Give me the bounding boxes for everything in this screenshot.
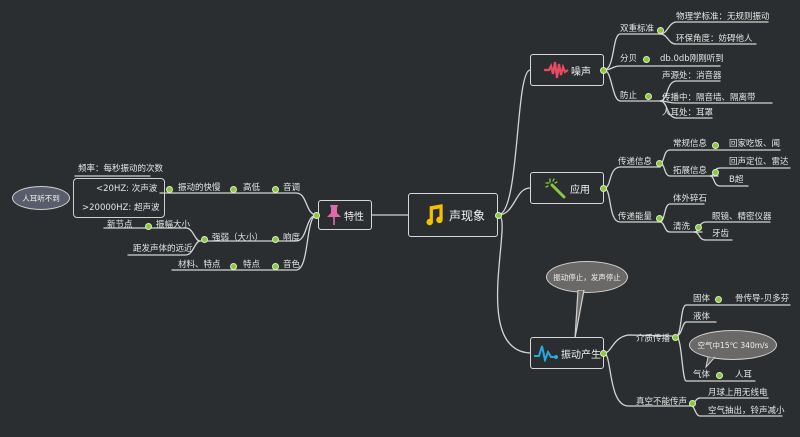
callout-bubble[interactable]: 空气中15℃ 340m/s [689, 330, 777, 360]
collapse-toggle[interactable] [672, 334, 679, 341]
callout-tail [574, 290, 585, 339]
node-label[interactable]: 空气抽出，铃声减小 [708, 406, 785, 416]
node-label[interactable]: <20HZ: 次声波 [96, 184, 158, 194]
node-label[interactable]: 液体 [693, 312, 711, 322]
collapse-toggle[interactable] [272, 186, 279, 193]
node-label[interactable]: 传播中：隔音墙、隔离带 [662, 93, 756, 103]
node-label[interactable]: 固体 [693, 294, 711, 304]
node-label[interactable]: 介质传播 [636, 334, 671, 344]
magic-wand-icon [545, 178, 566, 199]
collapse-toggle[interactable] [657, 27, 664, 34]
node-label[interactable]: 分贝 [620, 54, 638, 64]
node-label[interactable]: 音色 [283, 260, 301, 270]
collapse-toggle[interactable] [600, 67, 607, 74]
callout-text: 空气中15℃ 340m/s [697, 340, 769, 350]
callout-text: 振动停止，发声停止 [553, 272, 621, 282]
node-label[interactable]: 材料、特点 [178, 260, 221, 270]
topic-application-label: 应用 [570, 184, 590, 196]
node-label[interactable]: 响度 [283, 233, 301, 243]
collapse-toggle[interactable] [272, 263, 279, 270]
topic-features-label: 特性 [344, 211, 364, 223]
collapse-toggle[interactable] [600, 350, 607, 357]
node-label[interactable]: 回家吃饭、闻 [729, 139, 781, 149]
node-label[interactable]: 月球上用无线电 [708, 388, 768, 398]
node-label[interactable]: 振幅大小 [156, 220, 191, 230]
node-label[interactable]: 清洗 [673, 222, 691, 232]
collapse-toggle[interactable] [715, 296, 722, 303]
music-note-icon [426, 204, 443, 226]
callout-bubble[interactable]: 人耳听不到 [12, 186, 70, 210]
node-label[interactable]: db.0db刚刚听到 [660, 54, 724, 64]
topic-application[interactable]: 应用 [530, 172, 604, 204]
node-label[interactable]: 距发声体的远近 [133, 244, 193, 254]
node-label[interactable]: 传递能量 [618, 212, 653, 222]
sound-wave-icon [544, 61, 569, 79]
callout-text: 人耳听不到 [22, 193, 60, 203]
node-label[interactable]: 双重标准 [620, 24, 655, 34]
node-label[interactable]: 人耳 [735, 370, 753, 380]
collapse-toggle[interactable] [656, 160, 663, 167]
node-label[interactable]: 新节点 [107, 220, 133, 230]
node-label[interactable]: 眼镜、精密仪器 [712, 212, 772, 222]
collapse-toggle[interactable] [716, 372, 723, 379]
node-label[interactable]: 防止 [620, 91, 638, 101]
node-label[interactable]: 频率：每秒振动的次数 [78, 164, 164, 174]
heartbeat-icon [534, 345, 558, 362]
node-label[interactable]: 拓展信息 [673, 166, 708, 176]
collapse-toggle[interactable] [689, 400, 696, 407]
collapse-toggle[interactable] [712, 142, 719, 149]
collapse-toggle[interactable] [712, 169, 719, 176]
topic-vibration-label: 振动产生 [561, 349, 601, 361]
collapse-toggle[interactable] [166, 186, 173, 193]
collapse-toggle[interactable] [272, 236, 279, 243]
node-label[interactable]: 传递信息 [618, 157, 653, 167]
topic-features[interactable]: 特性 [318, 200, 372, 230]
collapse-toggle[interactable] [600, 185, 607, 192]
node-label[interactable]: 振动的快慢 [178, 183, 221, 193]
collapse-toggle[interactable] [313, 212, 320, 219]
collapse-toggle[interactable] [695, 224, 702, 231]
node-label[interactable]: 特点 [243, 260, 261, 270]
topic-noise[interactable]: 噪声 [530, 54, 604, 86]
node-label[interactable]: 气体 [693, 370, 711, 380]
callout-tail [705, 357, 716, 369]
collapse-toggle[interactable] [230, 186, 237, 193]
collapse-toggle[interactable] [643, 56, 650, 63]
central-topic-label: 声现象 [448, 208, 485, 223]
node-label[interactable]: >20000HZ: 超声波 [82, 203, 160, 213]
callout-bubble[interactable]: 振动停止，发声停止 [546, 261, 628, 293]
node-label[interactable]: 高低 [243, 183, 261, 193]
pushpin-icon [327, 205, 341, 225]
collapse-toggle[interactable] [656, 215, 663, 222]
node-label[interactable]: 骨传导-贝多芬 [735, 294, 790, 304]
collapse-toggle[interactable] [645, 93, 652, 100]
node-label[interactable]: 强弱（大小） [212, 233, 264, 243]
node-label[interactable]: 常规信息 [673, 139, 708, 149]
node-label[interactable]: 体外碎石 [673, 194, 708, 204]
collapse-toggle[interactable] [230, 263, 237, 270]
node-label[interactable]: 真空不能传声 [636, 397, 688, 407]
node-label[interactable]: 环保角度：妨碍他人 [676, 34, 753, 44]
node-label[interactable]: 声源处：消音器 [662, 71, 722, 81]
topic-noise-label: 噪声 [571, 66, 591, 78]
node-label[interactable]: 人耳处：耳罩 [662, 108, 714, 118]
node-label[interactable]: 牙齿 [712, 229, 730, 239]
collapse-toggle[interactable] [201, 236, 208, 243]
central-topic[interactable]: 声现象 [408, 193, 498, 237]
topic-vibration[interactable]: 振动产生 [530, 337, 604, 369]
collapse-toggle[interactable] [495, 212, 502, 219]
summary-group [73, 178, 165, 218]
node-label[interactable]: 物理学标准：无规则振动 [676, 12, 770, 22]
collapse-toggle[interactable] [145, 223, 152, 230]
node-label[interactable]: 音调 [283, 183, 301, 193]
node-label[interactable]: B超 [729, 175, 744, 185]
node-label[interactable]: 回声定位、雷达 [729, 157, 789, 167]
